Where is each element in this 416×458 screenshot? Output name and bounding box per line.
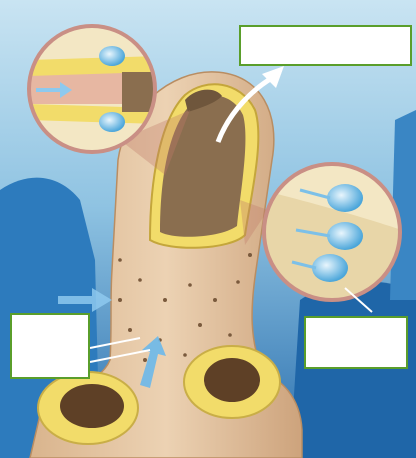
rock-right — [290, 281, 416, 458]
tube-left-opening — [60, 384, 124, 428]
label-box-left — [10, 313, 90, 379]
label-box-top-right — [239, 25, 412, 66]
label-box-bottom-right — [304, 316, 408, 369]
tube-right-opening — [204, 358, 260, 402]
